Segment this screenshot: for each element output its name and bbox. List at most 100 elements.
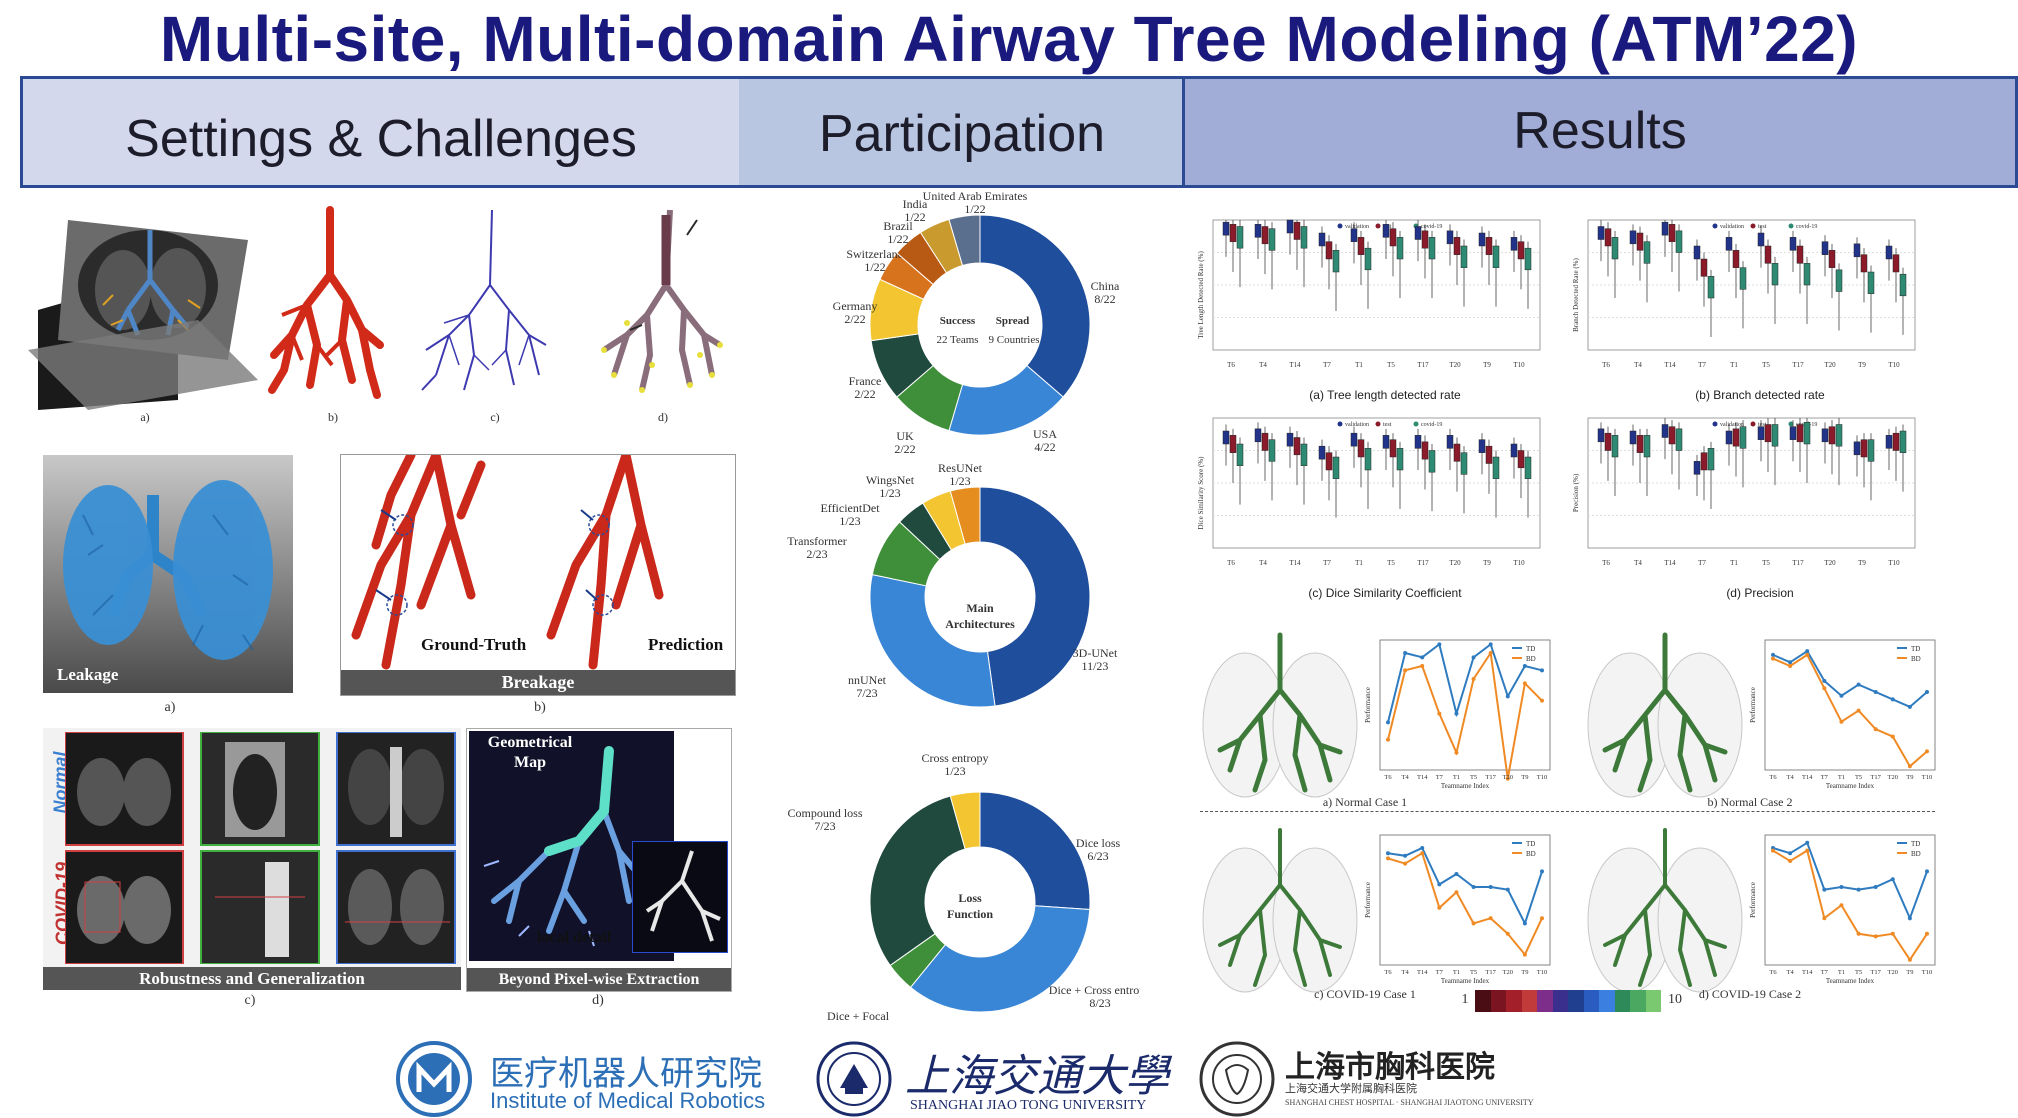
- line-tick-3-7: T20: [1888, 969, 1898, 976]
- line-point-3-0-7: [1890, 877, 1895, 882]
- countries-center-spread: Spread: [995, 315, 1030, 327]
- line-xlabel-0: Teamname Index: [1441, 782, 1490, 790]
- boxplot-box-3-9-0: [1885, 435, 1893, 449]
- lung-render-1: [1587, 632, 1743, 798]
- colorbar-swatch-2: [1506, 990, 1522, 1012]
- geometrical-map-label: Geometrical Map: [487, 734, 573, 771]
- boxplot-box-1-5-1: [1764, 245, 1772, 264]
- line-point-2-0-2: [1420, 846, 1425, 850]
- boxplot-legend-0-2: covid-19: [1421, 224, 1442, 230]
- line-tick-0-7: T20: [1503, 774, 1513, 781]
- boxplot-tick-3-1: T4: [1634, 559, 1642, 567]
- line-point-2-1-0: [1386, 856, 1390, 861]
- case-caption-a: a) Normal Case 1: [1322, 795, 1408, 809]
- line-legend-2-0: TD: [1526, 840, 1535, 848]
- line-frame-0: [1379, 639, 1551, 771]
- boxplot-box-2-9-1: [1517, 450, 1525, 469]
- boxplot-tick-2-5: T5: [1387, 559, 1395, 567]
- settings-header-label: Settings & Challenges: [125, 110, 637, 168]
- line-xlabel-2: Teamname Index: [1441, 977, 1490, 985]
- robustness-caption: c): [244, 993, 256, 1008]
- boxplot-ylabel-0: Tree Length Detected Rate (%): [1197, 251, 1205, 339]
- boxplot-legend-2-0: validation: [1345, 422, 1369, 428]
- line-point-1-0-9: [1925, 690, 1929, 694]
- line-tick-1-9: T10: [1922, 774, 1932, 781]
- line-tick-0-3: T7: [1436, 774, 1444, 781]
- beyond-bar: Beyond Pixel-wise Extraction: [467, 968, 731, 991]
- boxplot-box-3-2-0: [1661, 424, 1669, 438]
- colorbar-swatch-8: [1599, 990, 1615, 1012]
- line-point-0-1-8: [1522, 681, 1527, 686]
- boxplot-box-1-3-1: [1700, 258, 1708, 277]
- line-tick-2-6: T17: [1485, 969, 1496, 976]
- loss-slice-0: [979, 791, 1091, 911]
- boxplot-box-1-2-2: [1675, 230, 1683, 253]
- boxplot-ylabel-1: Branch Detected Rate (%): [1572, 258, 1580, 332]
- airway-red-image: [268, 206, 384, 399]
- boxplot-tick-0-8: T9: [1483, 361, 1491, 369]
- line-point-2-0-5: [1471, 885, 1476, 889]
- line-series-1-0: [1772, 649, 1928, 709]
- boxplot-box-1-4-0: [1725, 237, 1733, 251]
- boxplot-box-3-0-1: [1604, 432, 1612, 451]
- boxplot-box-1-8-0: [1853, 243, 1861, 258]
- boxplot-box-0-6-2: [1428, 237, 1436, 260]
- boxplot-box-3-5-0: [1757, 426, 1765, 440]
- lung-render-0: [1202, 632, 1358, 798]
- boxplot-tick-1-4: T1: [1730, 361, 1738, 369]
- line-point-0-0-6: [1488, 642, 1493, 647]
- sjtu-english-name: SHANGHAI JIAO TONG UNIVERSITY: [910, 1098, 1147, 1113]
- boxplot-box-2-4-2: [1364, 448, 1372, 471]
- boxplot-box-3-2-1: [1668, 426, 1676, 445]
- case-caption-c: c) COVID-19 Case 1: [1314, 987, 1416, 1001]
- boxplot-caption-c: (c) Dice Similarity Coefficient: [1308, 586, 1462, 600]
- line-tick-3-3: T7: [1821, 969, 1829, 976]
- boxplot-box-0-2-2: [1300, 226, 1308, 249]
- results-header-label: Results: [1513, 102, 1687, 160]
- boxplot-box-3-5-2: [1771, 424, 1779, 447]
- colorbar-swatch-7: [1583, 990, 1599, 1012]
- boxplot-box-1-6-0: [1789, 237, 1797, 251]
- line-point-1-1-1: [1788, 664, 1793, 668]
- caption-top-d: d): [658, 410, 668, 424]
- countries-center-teams: 22 Teams: [936, 334, 979, 346]
- line-point-0-0-1: [1403, 651, 1408, 655]
- boxplot-box-1-5-2: [1771, 263, 1779, 286]
- boxplot-box-3-6-1: [1796, 424, 1804, 443]
- line-point-1-1-0: [1771, 656, 1775, 661]
- boxplot-tick-1-1: T4: [1634, 361, 1642, 369]
- boxplot-box-3-3-0: [1693, 461, 1701, 475]
- airway-annotated-image: [601, 209, 723, 393]
- boxplot-tick-0-4: T1: [1355, 361, 1363, 369]
- line-tick-2-1: T4: [1401, 969, 1409, 976]
- boxplot-legend-3-0: validation: [1720, 422, 1744, 428]
- line-ylabel-3: Performance: [1749, 882, 1757, 918]
- line-point-2-0-7: [1505, 887, 1510, 892]
- boxplot-legend-marker-2-0: [1337, 421, 1343, 427]
- boxplot-legend-1-0: validation: [1720, 224, 1744, 230]
- sjtu-chinese-name: 上海交通大學: [905, 1051, 1169, 1102]
- boxplot-box-1-9-1: [1892, 254, 1900, 273]
- caption-top-b: b): [328, 410, 338, 424]
- boxplot-box-0-3-2: [1332, 250, 1340, 273]
- line-series-2-0: [1387, 846, 1543, 927]
- prediction-label: Prediction: [648, 635, 724, 654]
- page-title: Multi-site, Multi-domain Airway Tree Mod…: [159, 3, 1859, 75]
- line-point-2-1-7: [1505, 931, 1510, 936]
- line-point-2-1-4: [1454, 890, 1459, 895]
- boxplot-caption-d: (d) Precision: [1726, 586, 1794, 600]
- boxplot-grid: Tree Length Detected Rate (%)validationt…: [1197, 219, 1916, 567]
- boxplot-box-1-7-1: [1828, 250, 1836, 268]
- boxplot-tick-0-9: T10: [1513, 361, 1525, 369]
- line-tick-0-1: T4: [1401, 774, 1409, 781]
- line-point-0-0-7: [1505, 694, 1510, 699]
- line-point-3-1-2: [1805, 848, 1810, 853]
- boxplot-tick-3-5: T5: [1762, 559, 1770, 567]
- breakage-caption: b): [534, 700, 546, 715]
